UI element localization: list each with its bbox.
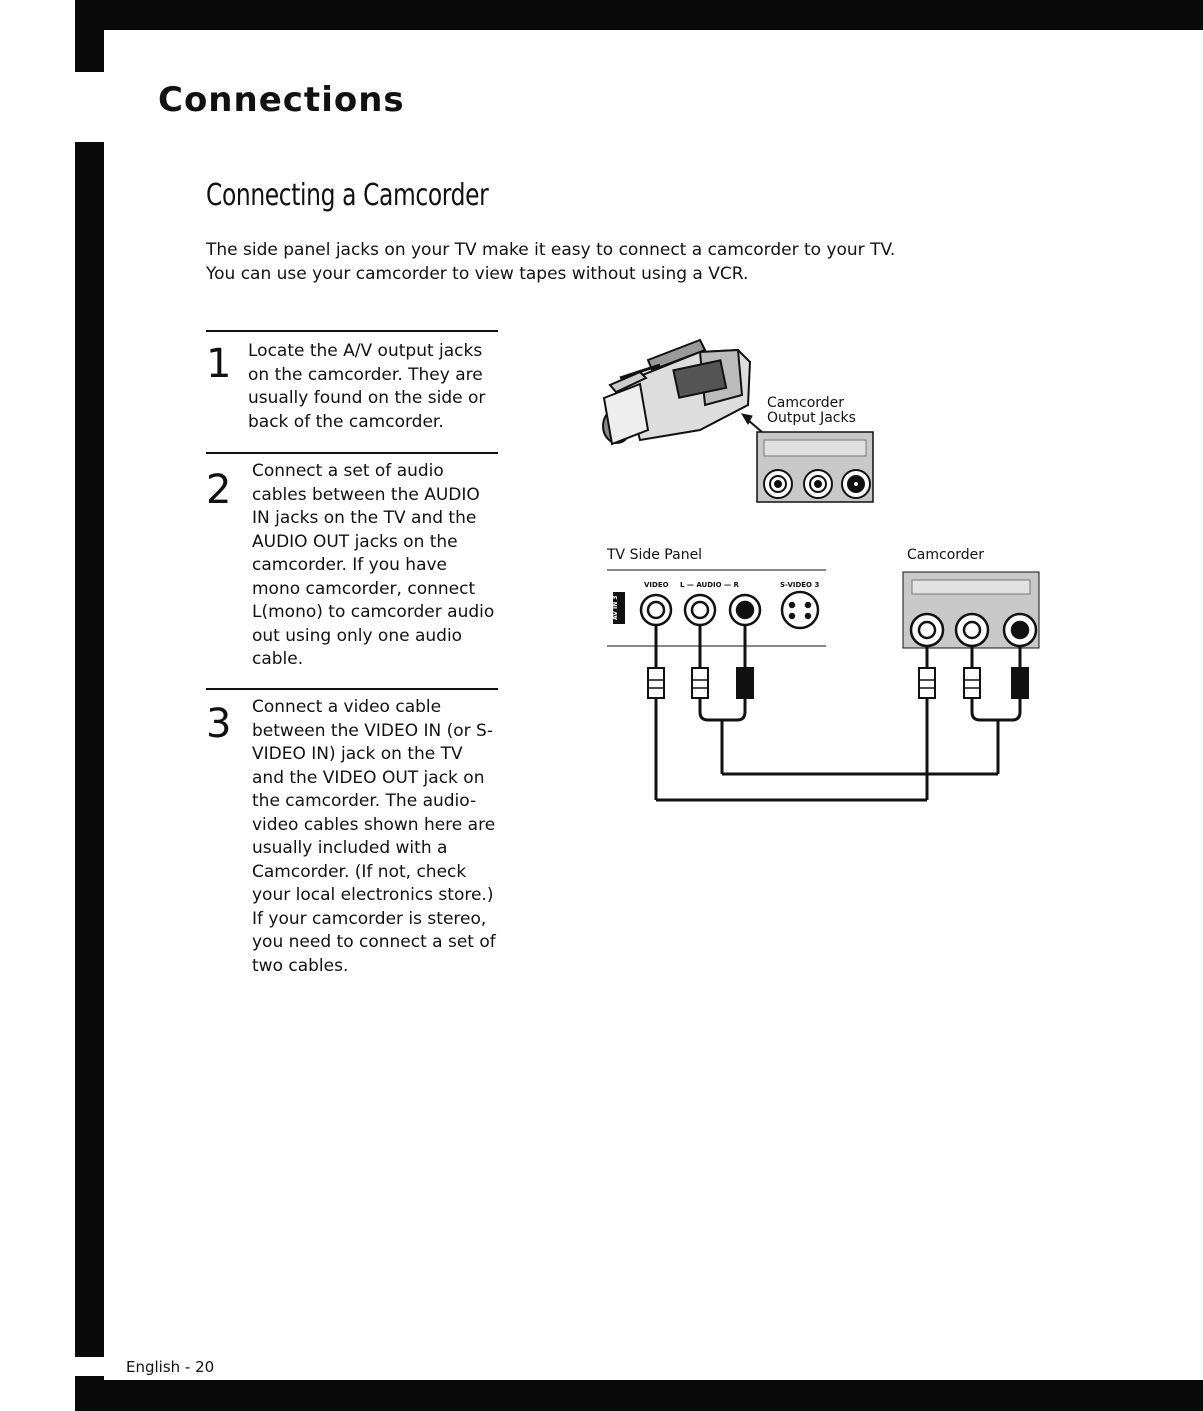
camcorder-output-jacks-inset [756, 431, 874, 503]
page-number: English - 20 [126, 1358, 215, 1376]
svideo-jack-label: S-VIDEO 3 [780, 581, 820, 589]
step-2: 2 Connect a set of audio cables between … [206, 452, 498, 669]
intro-line-1: The side panel jacks on your TV make it … [206, 240, 896, 260]
pointer-arrow [747, 419, 763, 433]
camcorder-illustration [602, 338, 752, 446]
av-in-label: AV IN 3 [612, 595, 619, 621]
camcorder-label: Camcorder [907, 547, 985, 563]
camcorder-panel [902, 571, 1040, 649]
av-cables [647, 625, 1029, 802]
camcorder-output-jacks-label: Camcorder Output Jacks [767, 396, 856, 426]
step-text: Connect a set of audio cables between th… [252, 461, 495, 669]
arrow-head-icon [740, 413, 753, 426]
left-border-bar [75, 142, 104, 1357]
label-line-1: Camcorder [767, 395, 845, 411]
step-text: Connect a video cable between the VIDEO … [252, 697, 496, 976]
top-border-bar [75, 0, 1203, 30]
step-number: 2 [206, 467, 232, 513]
step-number: 1 [206, 341, 232, 387]
section-title: Connections [158, 80, 405, 120]
bottom-border-bar [75, 1380, 1203, 1411]
intro-text: The side panel jacks on your TV make it … [206, 238, 895, 286]
audio-jack-label: L — AUDIO — R [680, 581, 739, 589]
step-text: Locate the A/V output jacks on the camco… [248, 341, 486, 432]
video-jack-label: VIDEO [644, 581, 669, 589]
left-border-bar-top [75, 0, 104, 72]
tv-side-panel-label: TV Side Panel [607, 547, 703, 563]
step-1: 1 Locate the A/V output jacks on the cam… [206, 330, 498, 432]
intro-line-2: You can use your camcorder to view tapes… [206, 264, 749, 284]
left-border-bar-bottom [75, 1376, 104, 1411]
page-title: Connecting a Camcorder [206, 178, 489, 213]
label-line-2: Output Jacks [767, 410, 856, 426]
step-3: 3 Connect a video cable between the VIDE… [206, 688, 498, 976]
tv-side-panel [607, 569, 826, 647]
step-number: 3 [206, 701, 232, 747]
